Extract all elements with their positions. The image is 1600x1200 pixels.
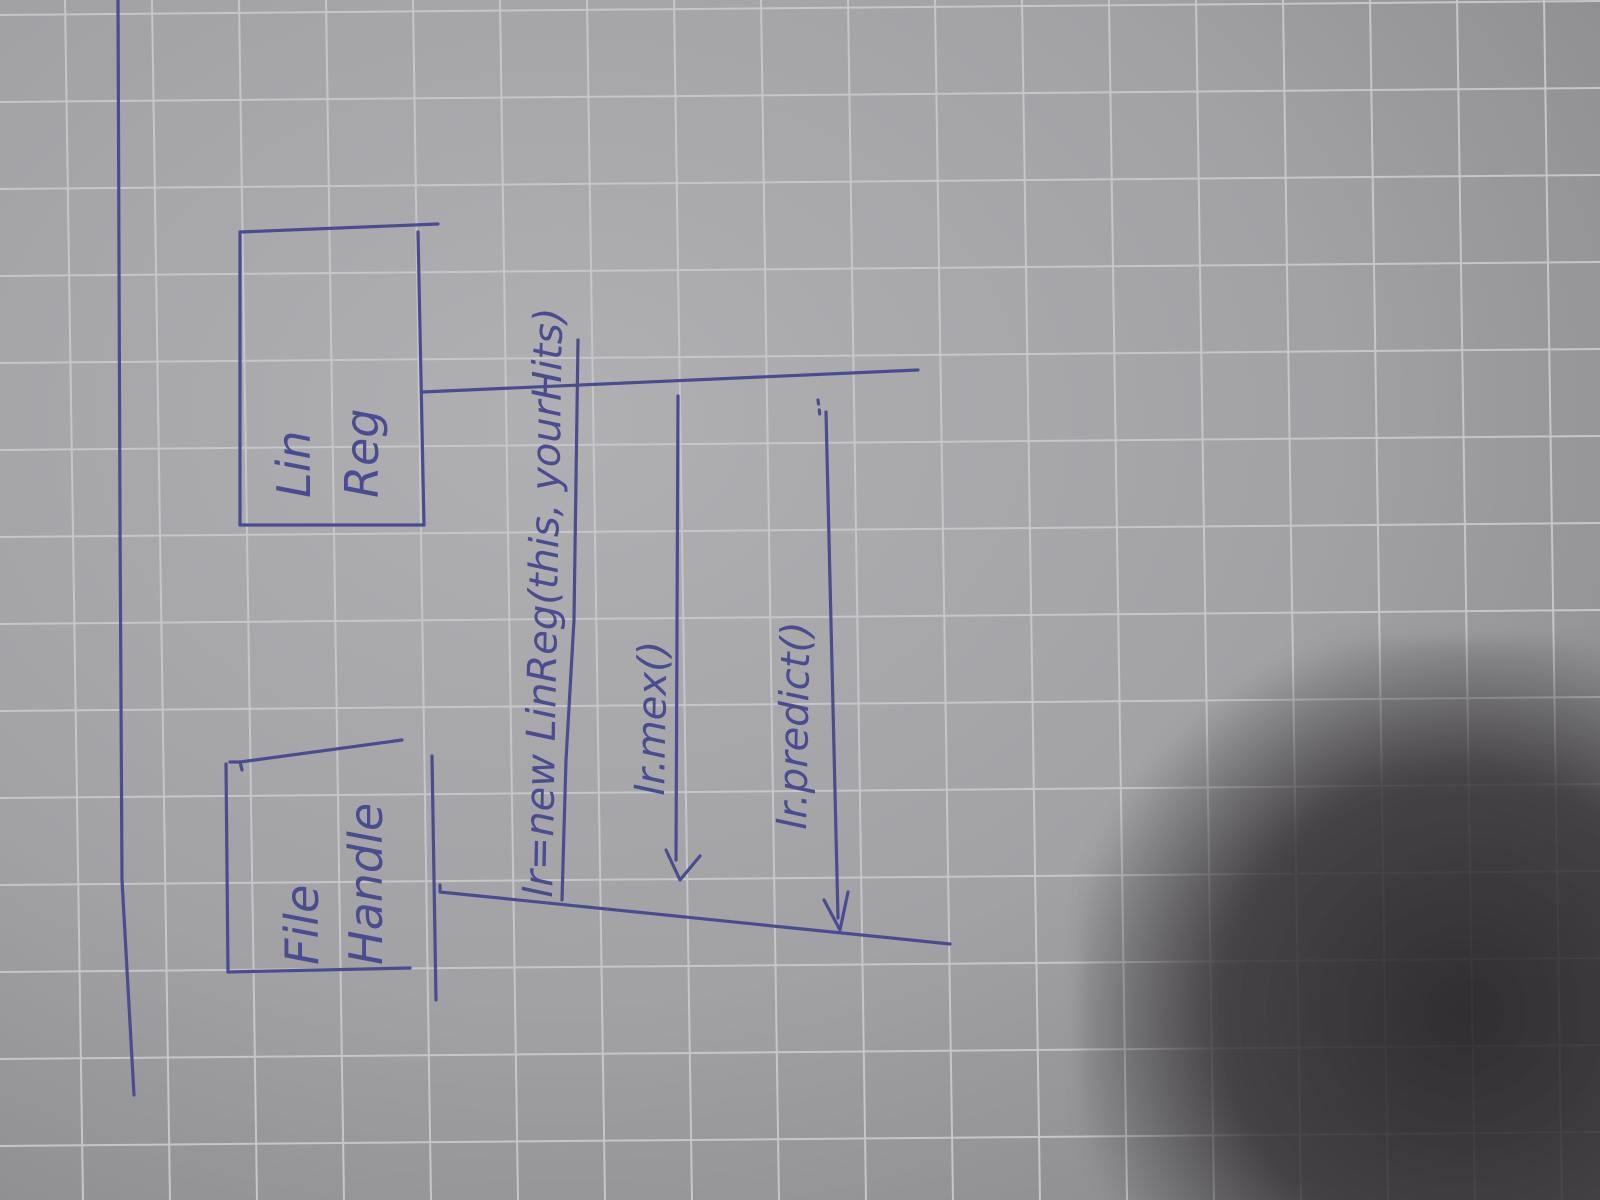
grid-line-vertical (586, 0, 606, 1200)
grid-line-horizontal (0, 174, 1600, 190)
grid-line-horizontal (0, 348, 1600, 364)
message-label-1: lr=new LinReg(this, yourHits) (516, 307, 572, 898)
grid-line-horizontal (0, 435, 1600, 451)
grid-line-horizontal (0, 87, 1600, 103)
filehandle-label-line1: File (275, 885, 329, 965)
participant-linreg-label: Lin Reg (267, 409, 389, 498)
participant-linreg-box (238, 222, 440, 527)
lifeline-filehandle-activation (430, 754, 438, 1002)
message-arrow-3 (824, 410, 840, 920)
grid-line-vertical (934, 0, 954, 1200)
message-label-3: lr.predict() (770, 621, 820, 830)
grid-line-horizontal (0, 0, 1600, 16)
grid-line-horizontal (0, 261, 1600, 277)
grid-line-vertical (673, 0, 693, 1200)
grid-line-horizontal (0, 522, 1600, 538)
lifeline-linreg (420, 368, 920, 394)
grid-line-vertical (499, 0, 519, 1200)
linreg-label-line1: Lin (267, 430, 321, 498)
lifeline-filehandle (438, 883, 952, 946)
grid-line-vertical (238, 0, 258, 1200)
linreg-label-line2: Reg (335, 409, 389, 498)
grid-line-vertical (847, 0, 867, 1200)
message-arrow-1 (560, 338, 580, 902)
grid-line-vertical (325, 0, 345, 1200)
participant-filehandle-box (224, 738, 412, 974)
participant-filehandle-label: File Handle (275, 803, 393, 965)
grid-line-vertical (1021, 0, 1041, 1200)
grid-line-vertical (151, 0, 171, 1200)
message-label-2: lr.mex() (628, 640, 677, 796)
margin-line (116, 0, 136, 1097)
arrowhead-3 (822, 890, 850, 932)
grid-line-vertical (412, 0, 432, 1200)
arrowhead-2 (664, 848, 702, 882)
message-arrow-3-tick (816, 398, 822, 418)
grid-line-vertical (760, 0, 780, 1200)
grid-line-vertical (64, 0, 84, 1200)
grid-line-horizontal (0, 609, 1600, 625)
message-arrow-2 (674, 394, 680, 862)
filehandle-label-line2: Handle (339, 803, 393, 965)
